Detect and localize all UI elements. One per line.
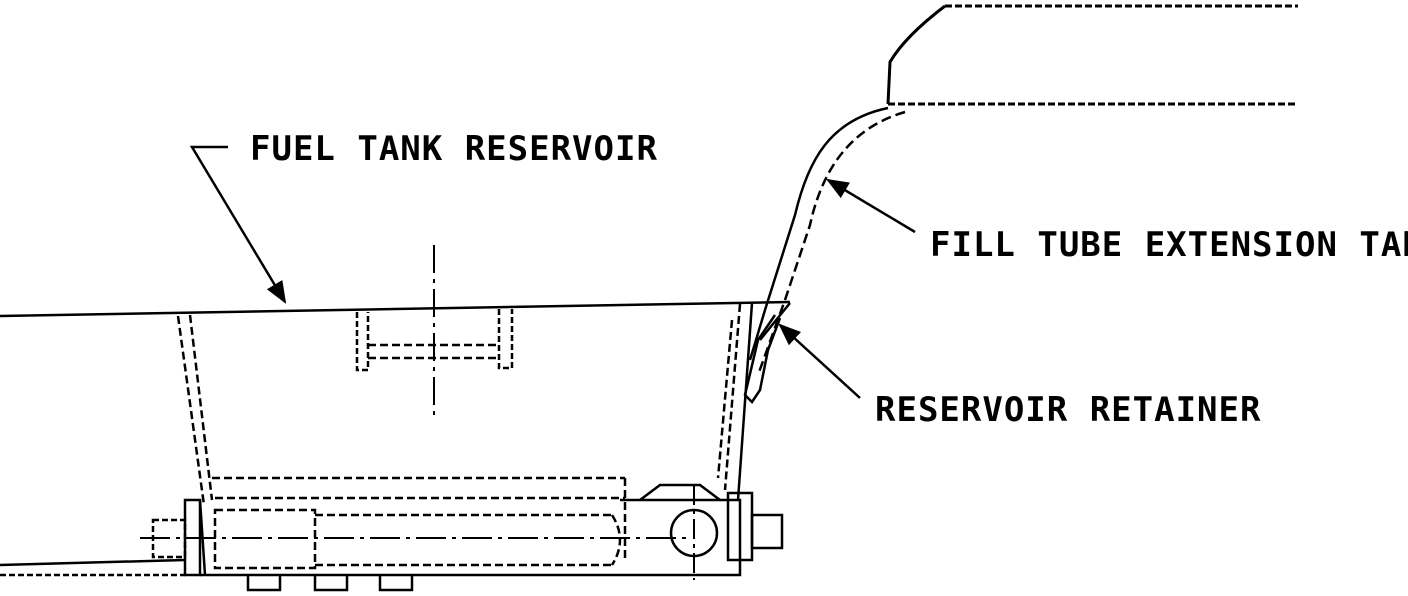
round-fitting [669,485,719,580]
reservoir-retainer-leader [778,323,861,399]
base-feet [246,575,414,592]
right-bolt [750,513,784,550]
reservoir-walls [176,302,754,506]
fill-tube-extension-tab-leader [826,178,916,234]
fill-tube-body [748,4,1298,376]
floor-lines [0,558,186,577]
fuel-tank-reservoir-leader [189,145,287,304]
center-pickup [355,245,514,420]
fill-tube-extension-tab-label: FILL TUBE EXTENSION TAB [930,225,1408,265]
bottom-tube [140,476,690,570]
left-bolt [151,518,187,559]
reservoir-top-line [0,300,791,318]
fuel-tank-reservoir-label: FUEL TANK RESERVOIR [250,129,658,169]
leader-lines [189,145,916,399]
fill-tube-extension-tab [743,302,791,404]
reservoir-retainer-label: RESERVOIR RETAINER [875,390,1261,430]
